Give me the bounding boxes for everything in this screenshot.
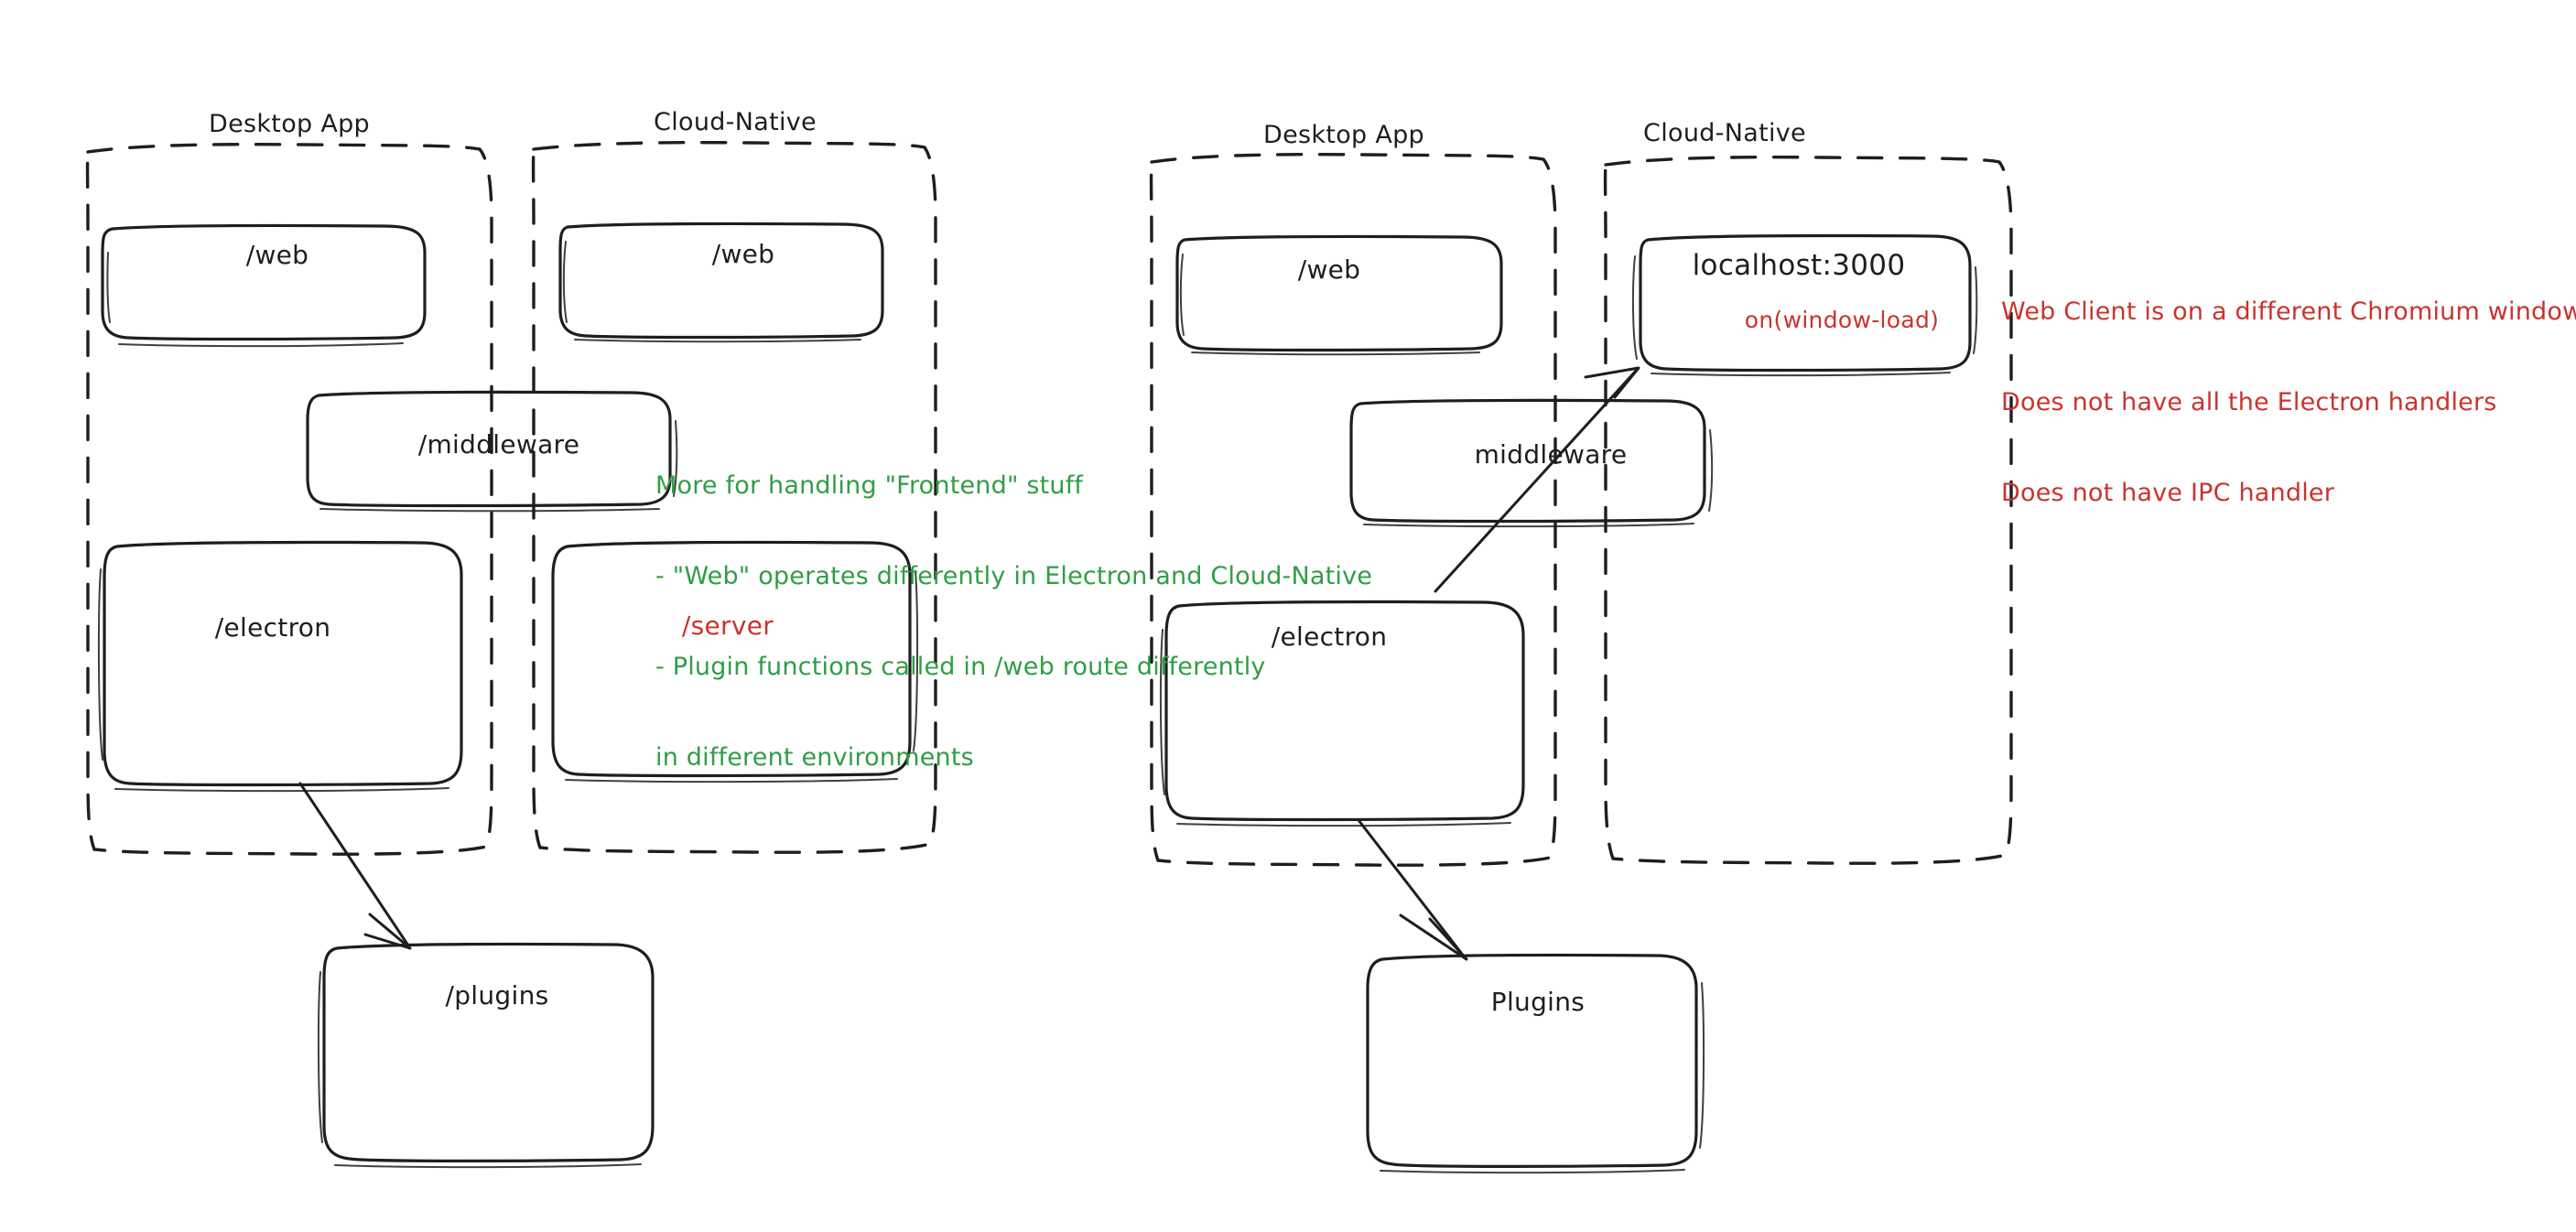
annotation-green-line-1: More for handling "Frontend" stuff xyxy=(655,471,1084,500)
annotation-green-line-4: in different environments xyxy=(655,743,974,772)
annotation-red-line-2: Does not have all the Electron handlers xyxy=(2001,388,2497,416)
annotation-green-line-3: - Plugin functions called in /web route … xyxy=(655,653,1266,681)
node-right-middleware xyxy=(1349,398,1714,528)
group-right-cloud xyxy=(1603,155,2013,865)
edge-left-electron-to-plugins xyxy=(298,782,412,950)
group-left-cloud xyxy=(531,140,937,854)
annotation-red-line-1: Web Client is on a different Chromium wi… xyxy=(2001,297,2576,326)
node-left-cloud-web xyxy=(558,222,884,343)
node-left-server xyxy=(551,540,919,784)
node-left-desktop-web xyxy=(101,223,427,348)
annotation-red: Web Client is on a different Chromium wi… xyxy=(2001,236,2576,568)
group-left-desktop xyxy=(85,142,493,856)
annotation-green: More for handling "Frontend" stuff - "We… xyxy=(655,410,1372,833)
node-right-desktop-web xyxy=(1175,234,1503,356)
node-left-middleware xyxy=(306,390,678,513)
annotation-red-line-3: Does not have IPC handler xyxy=(2001,479,2335,507)
node-left-electron xyxy=(97,540,463,793)
group-right-desktop xyxy=(1149,152,1557,867)
edge-right-electron-to-localhost xyxy=(1434,366,1640,593)
node-right-localhost xyxy=(1631,233,1978,377)
node-left-plugins xyxy=(317,942,655,1169)
node-right-electron xyxy=(1159,600,1525,827)
edge-right-electron-to-plugins xyxy=(1357,818,1468,961)
annotation-green-line-2: - "Web" operates differently in Electron… xyxy=(655,562,1373,590)
node-right-plugins xyxy=(1366,953,1705,1174)
